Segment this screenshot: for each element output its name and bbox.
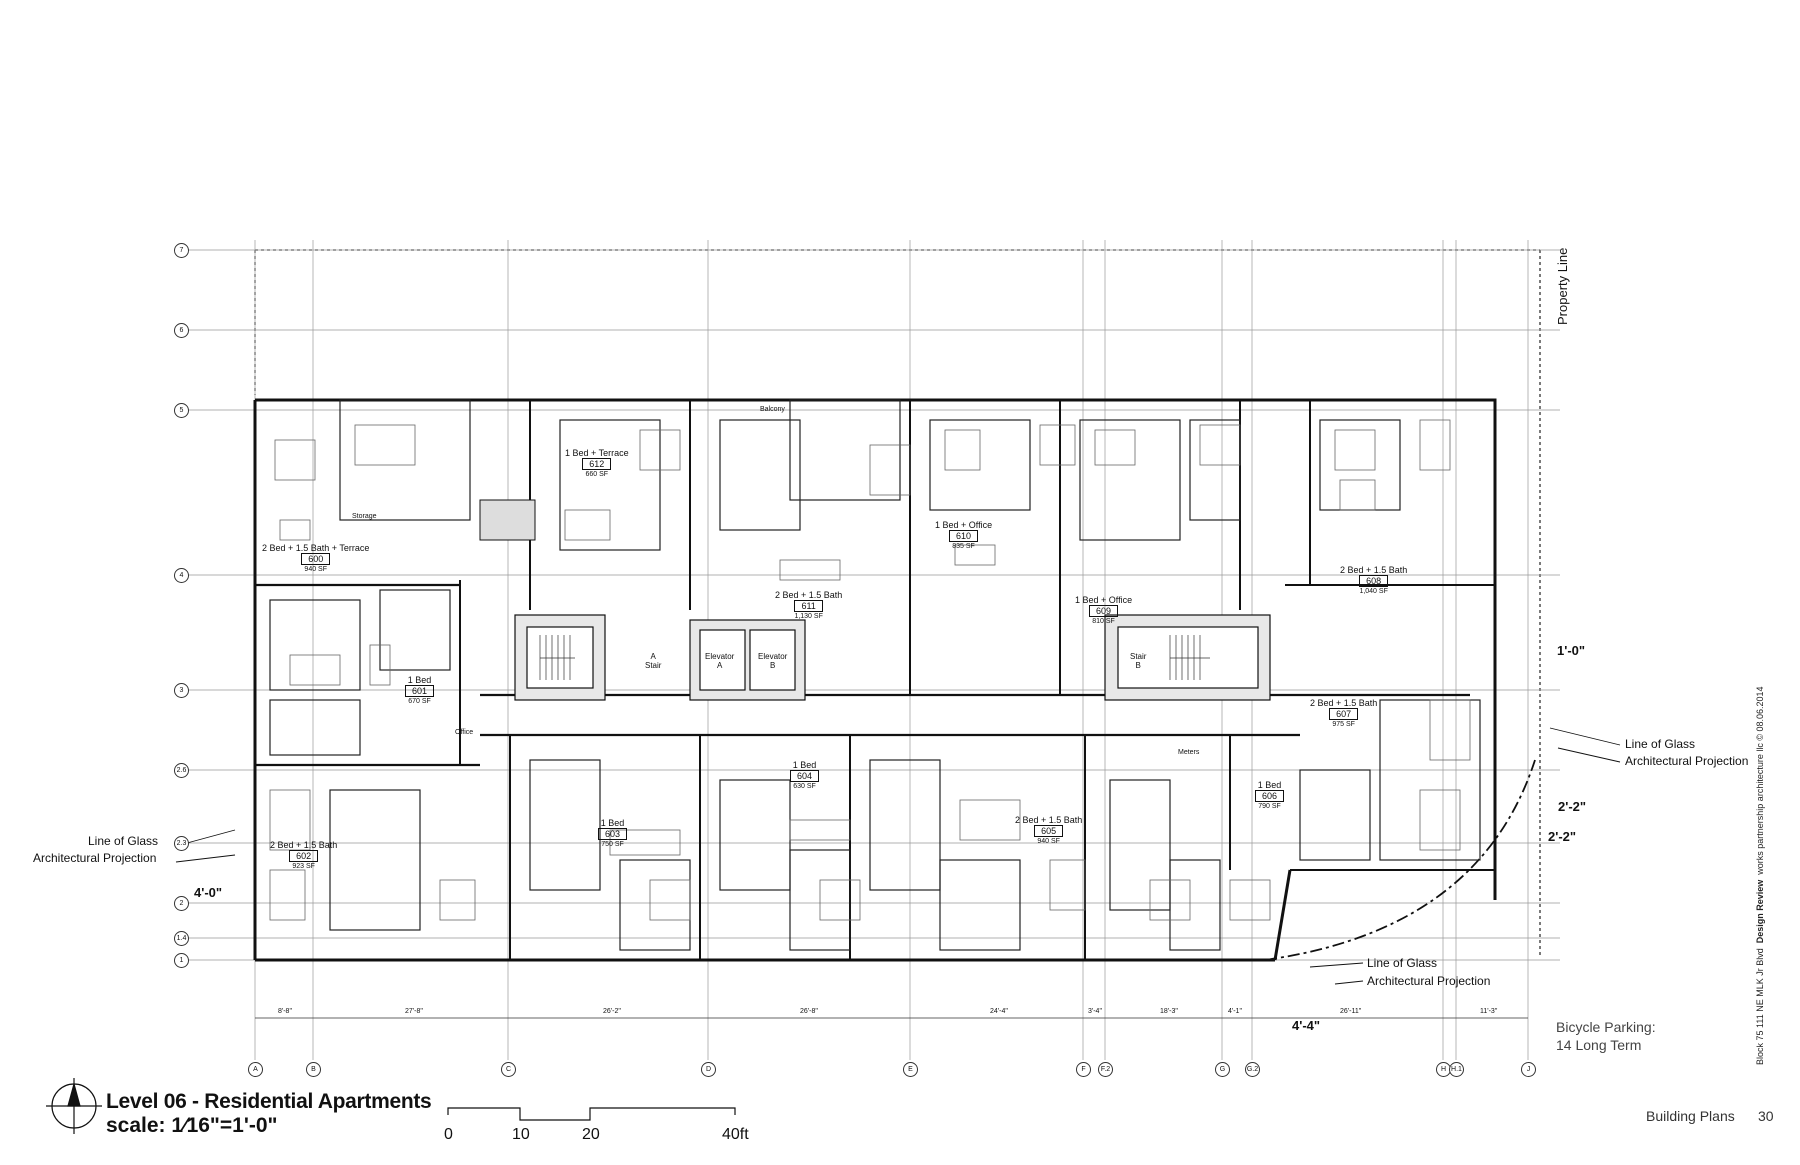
page-number: 30 xyxy=(1758,1108,1774,1124)
glass-callout-bottom-1: Line of Glass xyxy=(1367,956,1438,970)
exterior-walls xyxy=(253,398,1497,962)
dimension-label: 26'-11" xyxy=(1340,1008,1362,1015)
grid-row-bubble: 2.6 xyxy=(174,763,189,778)
dimension-label: 24'-4" xyxy=(990,1008,1008,1015)
grid-row-bubble: 2 xyxy=(174,896,189,911)
glass-callout-left-1: Line of Glass xyxy=(88,834,159,848)
grid-col-bubble: G xyxy=(1215,1062,1230,1077)
grid-row-bubble: 1.4 xyxy=(174,931,189,946)
grid-row-bubble: 2.3 xyxy=(174,836,189,851)
balcony-label: Balcony xyxy=(760,406,785,413)
scale-tick: 40ft xyxy=(722,1126,749,1143)
grid-row-bubble: 3 xyxy=(174,683,189,698)
drawing-title: Level 06 - Residential Apartments xyxy=(106,1090,432,1113)
dimension-label: 8'-8" xyxy=(278,1008,292,1015)
dimension-label: 26'-8" xyxy=(800,1008,818,1015)
corridor-walls xyxy=(255,583,1470,767)
grid-col-bubble: C xyxy=(501,1062,516,1077)
furniture xyxy=(269,419,1471,921)
grid-row-bubble: 7 xyxy=(174,243,189,258)
grid-row-bubble: 4 xyxy=(174,568,189,583)
office-label: Office xyxy=(455,729,474,736)
core-stair-a xyxy=(514,614,606,701)
projection-curve xyxy=(1264,759,1536,961)
grid-col-bubble: F.2 xyxy=(1098,1062,1113,1077)
page-section-label: Building Plans xyxy=(1646,1108,1735,1124)
bicycle-parking-note: Bicycle Parking: 14 Long Term xyxy=(1556,1019,1656,1053)
grid-col-bubble: H.1 xyxy=(1449,1062,1464,1077)
dim-left: 4'-0" xyxy=(194,885,223,900)
grid-col-bubble: J xyxy=(1521,1062,1536,1077)
scale-tick: 10 xyxy=(512,1126,530,1143)
core-elevators xyxy=(689,619,806,701)
storage-label: Storage xyxy=(352,513,377,520)
north-arrow-icon xyxy=(46,1078,102,1134)
dimension-label: 3'-4" xyxy=(1088,1008,1102,1015)
elevator-b-label: Elevator B xyxy=(758,652,788,670)
meters-label: Meters xyxy=(1178,749,1200,756)
dim-bottom: 4'-4" xyxy=(1292,1018,1321,1033)
grid-col-bubble: B xyxy=(306,1062,321,1077)
elevator-a-label: Elevator A xyxy=(705,652,735,670)
dimension-label: 4'-1" xyxy=(1228,1008,1242,1015)
grid-lines xyxy=(185,240,1560,1060)
dim-right-mid-2: 2'-2" xyxy=(1548,829,1577,844)
stair-b-label: Stair B xyxy=(1130,652,1147,670)
property-line-label: Property Line xyxy=(1555,247,1570,325)
drawing-scale: scale: 1⁄16"=1'-0" xyxy=(106,1114,278,1137)
grid-col-bubble: D xyxy=(701,1062,716,1077)
grid-col-bubble: F xyxy=(1076,1062,1091,1077)
glass-callout-bottom-2: Architectural Projection xyxy=(1367,974,1491,988)
project-info-vertical: Block 75 111 NE MLK Jr Blvd Design Revie… xyxy=(1755,686,1765,1065)
dimension-label: 27'-8" xyxy=(405,1008,423,1015)
stair-a-label: A Stair xyxy=(645,652,662,670)
property-boundary xyxy=(254,249,1541,955)
dim-right-top: 1'-0" xyxy=(1557,643,1586,658)
grid-col-bubble: G.2 xyxy=(1245,1062,1260,1077)
dimension-label: 26'-2" xyxy=(603,1008,621,1015)
glass-callout-right-2: Architectural Projection xyxy=(1625,754,1749,768)
core-stair-b xyxy=(1104,614,1271,701)
grid-row-bubble: 1 xyxy=(174,953,189,968)
scale-bar-graphic xyxy=(447,1107,736,1121)
interior-partitions xyxy=(269,399,1481,951)
dimension-label: 18'-3" xyxy=(1160,1008,1178,1015)
grid-col-bubble: A xyxy=(248,1062,263,1077)
core-trash-chute xyxy=(479,499,536,541)
callout-leaders xyxy=(175,727,1621,985)
scale-tick: 20 xyxy=(582,1126,600,1143)
glass-callout-right-1: Line of Glass xyxy=(1625,737,1696,751)
dimension-label: 11'-3" xyxy=(1480,1008,1498,1015)
grid-row-bubble: 5 xyxy=(174,403,189,418)
grid-row-bubble: 6 xyxy=(174,323,189,338)
scale-tick: 0 xyxy=(444,1126,453,1143)
dim-right-mid-1: 2'-2" xyxy=(1558,799,1587,814)
glass-callout-left-2: Architectural Projection xyxy=(33,851,157,865)
grid-col-bubble: E xyxy=(903,1062,918,1077)
